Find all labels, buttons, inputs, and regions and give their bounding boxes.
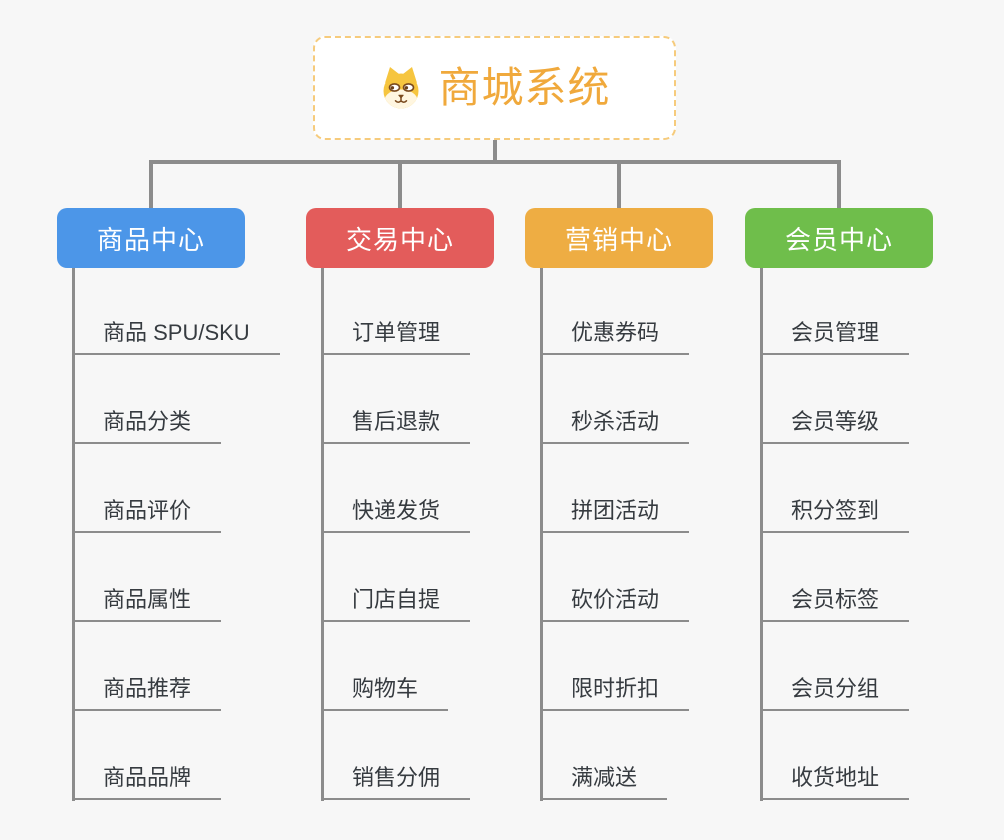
root-connector-line: [493, 140, 497, 164]
child-topic[interactable]: 拼团活动: [540, 489, 690, 533]
child-topic[interactable]: 收货地址: [760, 756, 910, 800]
child-topic[interactable]: 优惠券码: [540, 311, 690, 355]
child-topic[interactable]: 会员等级: [760, 400, 910, 444]
child-topic[interactable]: 砍价活动: [540, 578, 690, 622]
trunk-line: [760, 268, 763, 801]
branch-topic-members[interactable]: 会员中心: [745, 208, 933, 268]
connector-line: [398, 160, 402, 208]
child-topic[interactable]: 商品属性: [72, 578, 222, 622]
child-topic[interactable]: 购物车: [321, 667, 449, 711]
child-topic[interactable]: 积分签到: [760, 489, 910, 533]
connector-line: [617, 160, 621, 208]
child-topic[interactable]: 商品推荐: [72, 667, 222, 711]
child-topic[interactable]: 秒杀活动: [540, 400, 690, 444]
connector-line: [149, 160, 153, 208]
branch-connector-rail: [149, 160, 839, 164]
trunk-line: [321, 268, 324, 801]
branch-topic-products[interactable]: 商品中心: [57, 208, 245, 268]
child-topic[interactable]: 满减送: [540, 756, 668, 800]
child-topic[interactable]: 销售分佣: [321, 756, 471, 800]
branch-children-marketing: 优惠券码 秒杀活动 拼团活动 砍价活动 限时折扣 满减送: [540, 268, 800, 801]
trunk-line: [540, 268, 543, 801]
connector-line: [837, 160, 841, 208]
child-topic[interactable]: 商品 SPU/SKU: [72, 311, 280, 355]
child-topic[interactable]: 商品分类: [72, 400, 222, 444]
root-topic-title: 商城系统: [438, 64, 611, 111]
child-topic[interactable]: 会员管理: [760, 311, 910, 355]
branch-topic-trade[interactable]: 交易中心: [306, 208, 494, 268]
branch-topic-marketing[interactable]: 营销中心: [525, 208, 713, 268]
trunk-line: [72, 268, 75, 801]
child-topic[interactable]: 限时折扣: [540, 667, 690, 711]
child-topic[interactable]: 会员标签: [760, 578, 910, 622]
child-topic[interactable]: 门店自提: [321, 578, 471, 622]
dog-face-icon: [378, 66, 424, 110]
branch-children-trade: 订单管理 售后退款 快递发货 门店自提 购物车 销售分佣: [321, 268, 581, 801]
branch-children-members: 会员管理 会员等级 积分签到 会员标签 会员分组 收货地址: [760, 268, 1004, 801]
child-topic[interactable]: 会员分组: [760, 667, 910, 711]
branch-children-products: 商品 SPU/SKU 商品分类 商品评价 商品属性 商品推荐 商品品牌: [72, 268, 332, 801]
child-topic[interactable]: 商品评价: [72, 489, 222, 533]
root-topic[interactable]: 商城系统: [313, 36, 676, 140]
child-topic[interactable]: 订单管理: [321, 311, 471, 355]
child-topic[interactable]: 快递发货: [321, 489, 471, 533]
child-topic[interactable]: 商品品牌: [72, 756, 222, 800]
child-topic[interactable]: 售后退款: [321, 400, 471, 444]
